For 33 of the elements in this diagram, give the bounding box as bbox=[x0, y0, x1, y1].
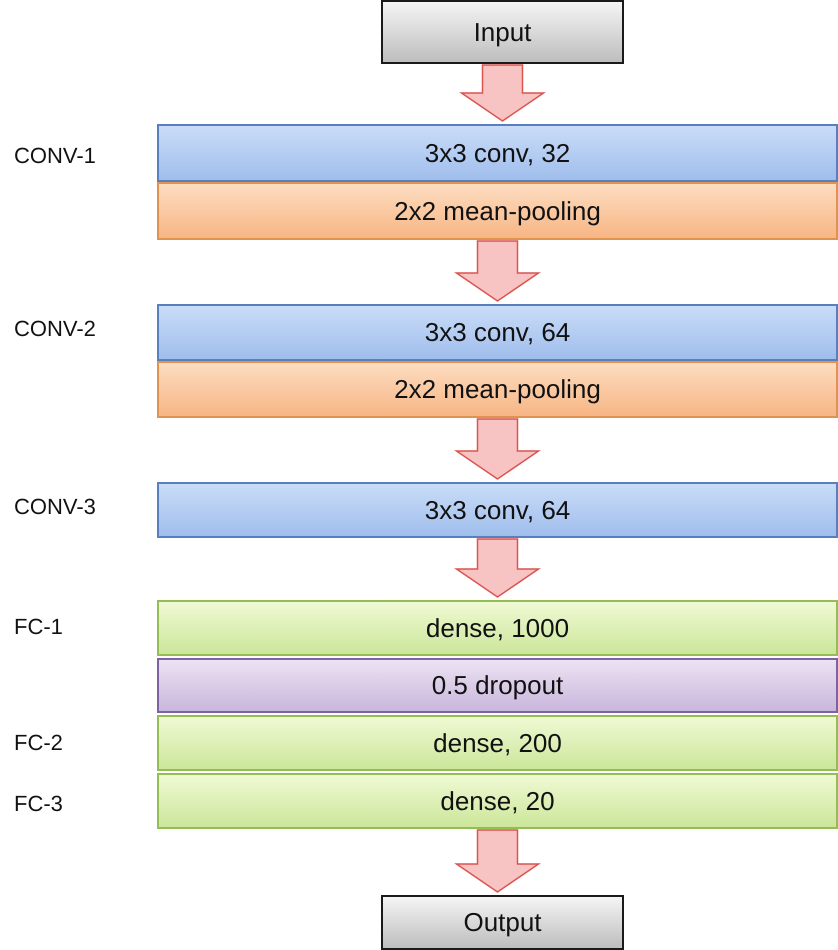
dense-layer-box bbox=[157, 600, 838, 656]
conv-layer-box bbox=[157, 124, 838, 182]
terminal-box bbox=[381, 895, 624, 950]
block-label: FC-2 bbox=[14, 730, 63, 756]
conv-layer-box bbox=[157, 482, 838, 538]
conv-layer-box bbox=[157, 304, 838, 361]
block-label: FC-3 bbox=[14, 791, 63, 817]
layer-label: 3x3 conv, 32 bbox=[424, 138, 570, 168]
layer-label: 2x2 mean-pooling bbox=[394, 196, 601, 226]
dropout-layer-box bbox=[157, 658, 838, 713]
pooling-layer-box bbox=[157, 361, 838, 418]
layer-label: 2x2 mean-pooling bbox=[394, 374, 601, 405]
block-label: CONV-3 bbox=[14, 494, 96, 520]
dense-layer-box bbox=[157, 715, 838, 771]
block-arrow bbox=[454, 829, 541, 893]
layer-label: 3x3 conv, 64 bbox=[424, 317, 570, 348]
block-label: CONV-1 bbox=[14, 143, 96, 169]
layer-label: 3x3 conv, 64 bbox=[424, 494, 570, 526]
terminal-box bbox=[381, 0, 624, 64]
block-label: FC-1 bbox=[14, 614, 63, 640]
block-arrow bbox=[454, 418, 541, 480]
layer-label: dense, 20 bbox=[440, 786, 555, 816]
layer-label: 0.5 dropout bbox=[432, 670, 564, 701]
block-arrow bbox=[454, 240, 541, 302]
block-arrow bbox=[459, 64, 546, 122]
layer-label: Output bbox=[463, 907, 542, 938]
block-label: CONV-2 bbox=[14, 316, 96, 342]
dense-layer-box bbox=[157, 773, 838, 829]
layer-label: Input bbox=[474, 16, 532, 48]
layer-label: dense, 200 bbox=[433, 728, 562, 758]
layer-label: dense, 1000 bbox=[426, 612, 570, 644]
pooling-layer-box bbox=[157, 182, 838, 240]
block-arrow bbox=[454, 538, 541, 598]
